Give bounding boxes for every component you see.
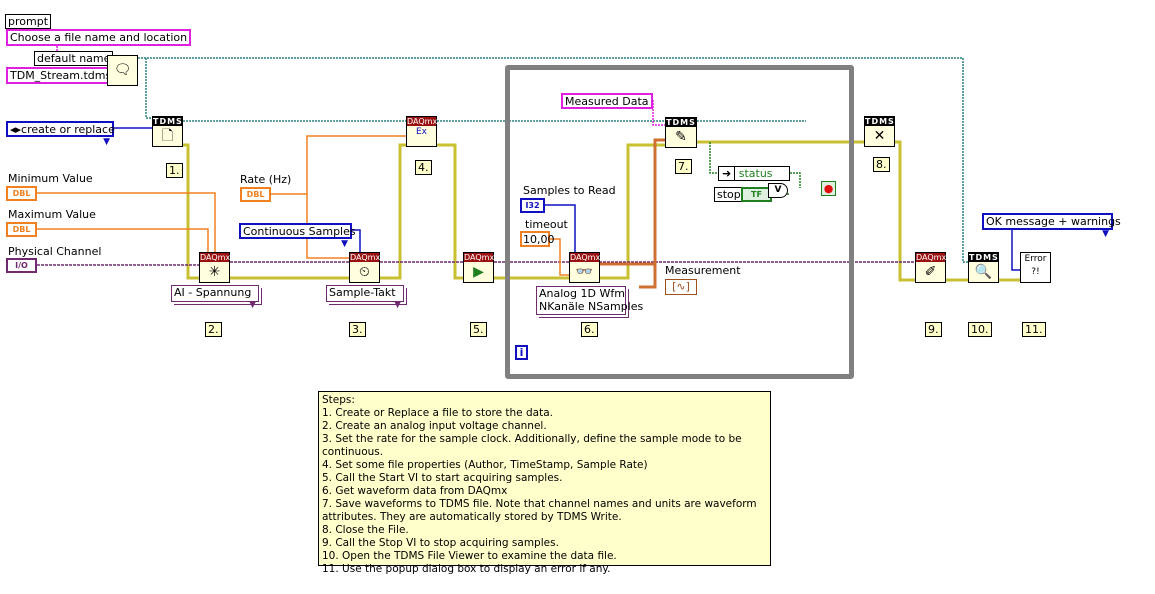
samples-label: Samples to Read (523, 184, 616, 197)
prompt-label: prompt (5, 14, 52, 29)
sample-mode-enum[interactable]: Continuous Samples▼ (239, 223, 356, 249)
stop-label: stop (714, 187, 744, 202)
dropdown-arrow-icon: ▼ (341, 239, 348, 249)
step-label-10: 10. (968, 322, 992, 337)
pencil-icon: ✎ (675, 129, 687, 145)
max-value-control[interactable]: DBL (6, 222, 37, 237)
clock-icon: ⏲ (359, 264, 370, 280)
tdms-write-node[interactable]: TDMS✎ (665, 117, 697, 148)
new-file-icon: 🗋 (161, 128, 174, 144)
error-dialog-mode-enum[interactable]: OK message + warnings▼ (982, 213, 1121, 239)
operation-enum[interactable]: ◂▸create or replace▼ (6, 121, 115, 147)
dropdown-arrow-icon: ▼ (394, 300, 401, 310)
timeout-label: timeout (525, 218, 568, 231)
step-label-5: 5. (470, 322, 487, 337)
default-name-label: default name (34, 51, 114, 66)
samples-control[interactable]: I32 (520, 198, 545, 213)
measured-data-constant[interactable]: Measured Data (561, 93, 653, 109)
step-label-8: 8. (873, 157, 890, 172)
timing-type-selector[interactable]: Sample-Takt▼ (326, 285, 404, 310)
waveform-wire (595, 138, 665, 289)
iteration-terminal: i (515, 345, 528, 360)
or-gate: V (768, 183, 788, 198)
file-dialog-icon[interactable]: 🗨 (107, 55, 138, 86)
step-label-9: 9. (925, 322, 942, 337)
physical-channel-control[interactable]: I/O (6, 258, 37, 273)
glasses-icon: 👓 (575, 264, 594, 280)
error-wire (183, 140, 1020, 282)
prompt-constant[interactable]: Choose a file name and location (6, 29, 192, 46)
steps-comment: Steps: 1. Create or Replace a file to st… (318, 391, 771, 575)
ai-type-selector[interactable]: AI - Spannung▼ (171, 285, 259, 310)
measurement-label: Measurement (665, 264, 741, 277)
default-name-constant[interactable]: TDM_Stream.tdms (6, 67, 116, 84)
status-unbundle: ➜ status (718, 166, 790, 181)
simple-error-handler-node[interactable]: Error ?! (1020, 252, 1051, 283)
tdms-open-node[interactable]: TDMS🗋 (152, 116, 183, 147)
daqmx-create-channel-node[interactable]: DAQmx✳ (199, 252, 230, 283)
daqmx-start-node[interactable]: DAQmx▶ (463, 252, 494, 283)
step-label-7: 7. (675, 159, 692, 174)
loop-stop-condition-icon: ● (821, 181, 836, 196)
max-label: Maximum Value (8, 208, 96, 221)
step-label-11: 11. (1022, 322, 1046, 337)
step-label-1: 1. (166, 163, 183, 178)
min-label: Minimum Value (8, 172, 93, 185)
daqmx-stop-node[interactable]: DAQmx✐ (915, 252, 946, 283)
task-wire (37, 261, 915, 266)
channel-icon: ✳ (208, 264, 221, 280)
magnifier-icon: 🔍 (974, 264, 993, 280)
close-file-icon: ✕ (873, 128, 886, 144)
numeric-wires (37, 135, 569, 276)
property-icon: Ex (415, 127, 427, 137)
timeout-constant[interactable]: 10,00 (520, 231, 555, 247)
step-label-4: 4. (415, 160, 432, 175)
daqmx-read-node[interactable]: DAQmx👓 (569, 252, 600, 283)
eraser-icon: ✐ (924, 264, 937, 280)
min-value-control[interactable]: DBL (6, 186, 37, 201)
arrow-right-icon: ➜ (719, 167, 736, 180)
dropdown-arrow-icon: ▼ (249, 300, 256, 310)
rate-control[interactable]: DBL (240, 187, 271, 202)
tdms-viewer-node[interactable]: TDMS🔍 (968, 252, 999, 283)
step-label-6: 6. (581, 322, 598, 337)
step-label-2: 2. (205, 322, 222, 337)
enum-wires (114, 127, 1020, 271)
bool-wires (709, 142, 801, 195)
dropdown-arrow-icon: ▼ (103, 137, 110, 147)
rate-label: Rate (Hz) (240, 173, 292, 186)
play-icon: ▶ (473, 264, 484, 280)
file-refnum-wire (138, 57, 968, 263)
daqmx-timing-node[interactable]: DAQmx⏲ (349, 252, 380, 283)
while-loop (505, 65, 854, 379)
enum-arrows-icon: ◂▸ (10, 123, 22, 136)
step-label-3: 3. (349, 322, 366, 337)
tdms-close-node[interactable]: TDMS✕ (864, 116, 895, 147)
channel-label: Physical Channel (8, 245, 102, 258)
dropdown-arrow-icon: ▼ (1102, 229, 1109, 239)
measurement-waveform-indicator: [∿] (665, 279, 697, 295)
